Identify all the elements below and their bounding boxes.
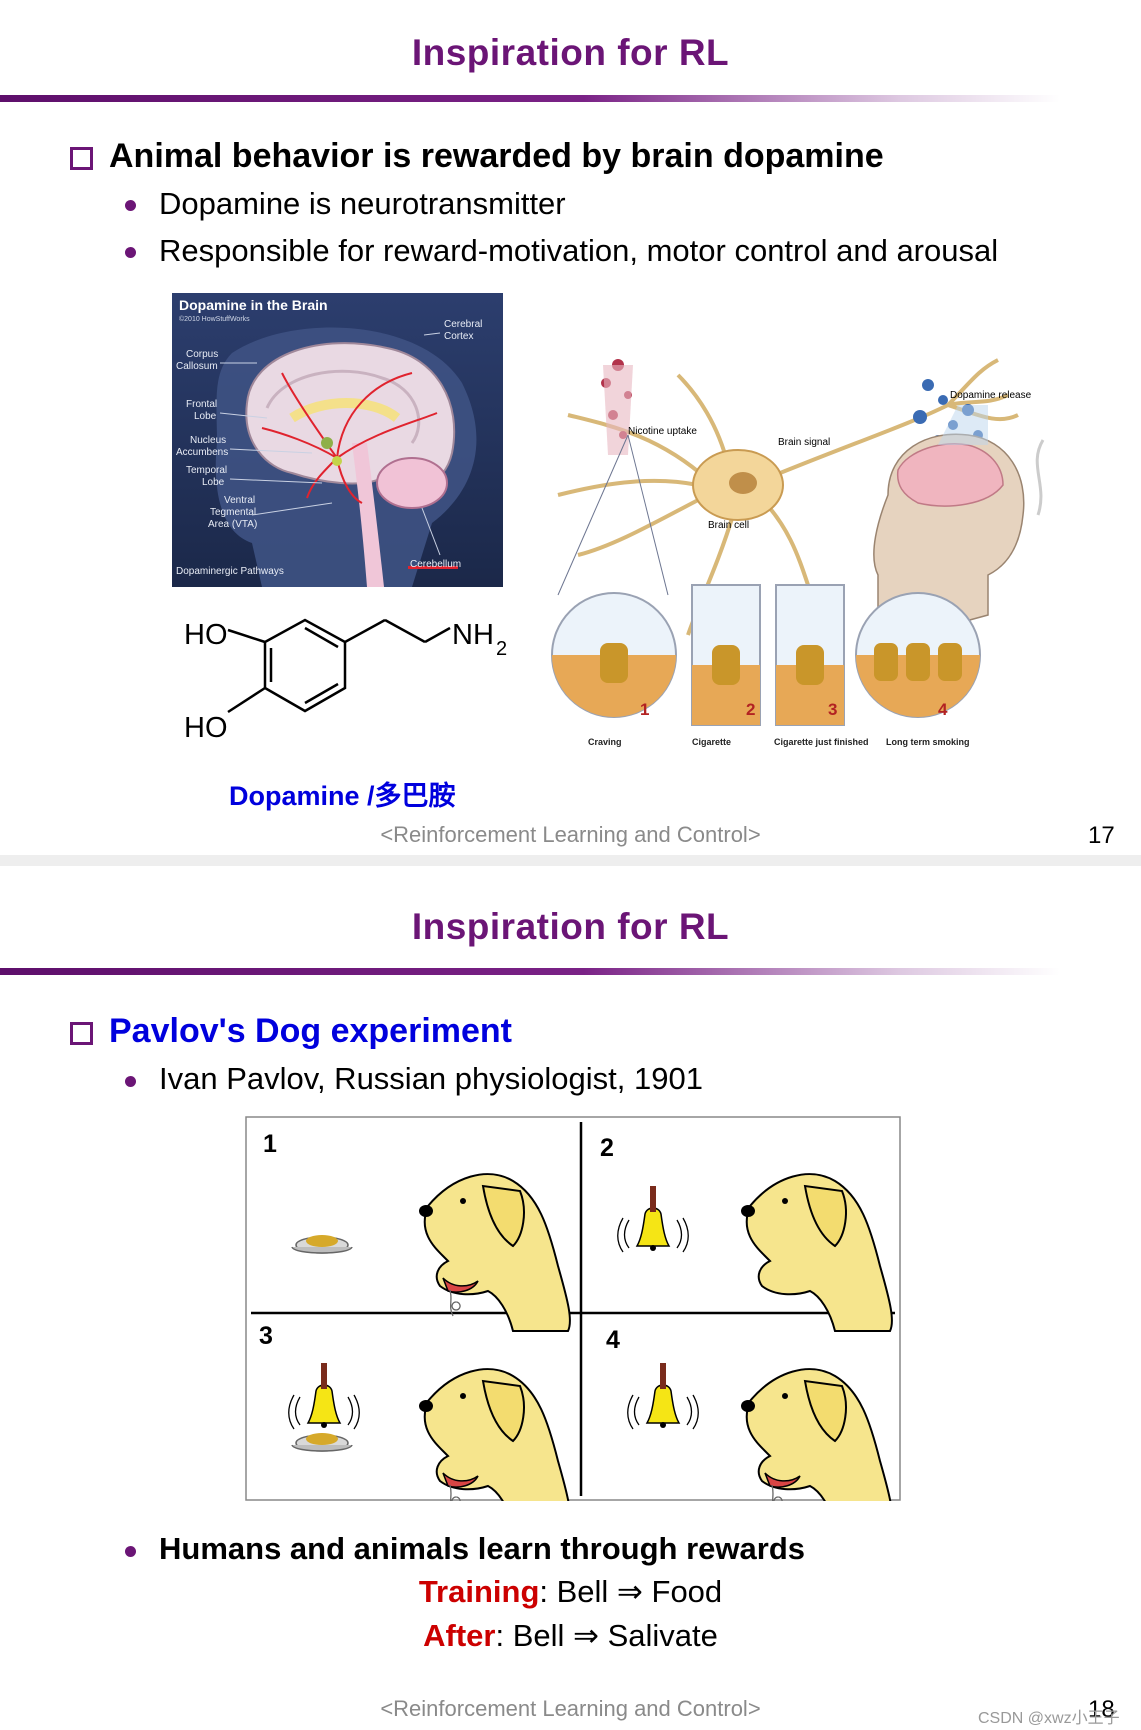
brain-label: Corpus [186, 349, 218, 360]
nicotine-dopamine-image: Nicotine uptake Brain signal Dopamine re… [551, 358, 1045, 747]
training-label: Training [418, 1574, 540, 1609]
molecule-subscript: 2 [496, 638, 507, 660]
slide-17: Inspiration for RL Animal behavior is re… [0, 0, 1141, 855]
panel-label: Long term smoking [886, 737, 970, 747]
bullet-dot-icon [125, 1546, 136, 1557]
quadrant-number: 1 [263, 1130, 277, 1158]
training-line: Training: Bell ⇒ Food [0, 1574, 1141, 1610]
brain-label: Lobe [194, 411, 217, 422]
brain-label: Lobe [202, 477, 225, 488]
brain-label: Cortex [444, 331, 473, 342]
panel-label: Cigarette [692, 737, 731, 747]
brain-figure-copyright: ©2010 HowStuffWorks [179, 315, 250, 323]
title-underline [0, 968, 1060, 975]
training-text: : Bell ⇒ Food [539, 1574, 723, 1609]
after-label: After [423, 1618, 496, 1653]
brain-label: Dopaminergic Pathways [176, 566, 284, 577]
nicotine-label: Brain signal [778, 437, 830, 448]
brain-dopamine-image: Dopamine in the Brain ©2010 HowStuffWork… [172, 293, 503, 587]
page-number: 18 [1088, 1696, 1115, 1723]
brain-label: Callosum [176, 361, 218, 372]
bullet-text: Responsible for reward-motivation, motor… [159, 233, 999, 268]
quadrant-number: 2 [600, 1134, 614, 1162]
slide-footer: <Reinforcement Learning and Control> [380, 822, 761, 847]
nicotine-label: Dopamine release [950, 390, 1032, 401]
brain-label: Cerebellum [410, 559, 461, 570]
panel-label: Cigarette just finished [774, 737, 869, 747]
panel-number: 1 [640, 700, 649, 719]
page-number: 17 [1088, 822, 1115, 849]
panel-number: 4 [938, 700, 948, 719]
brain-figure-title: Dopamine in the Brain [179, 297, 328, 313]
brain-label: Cerebral [444, 319, 482, 330]
quadrant-number: 4 [606, 1326, 620, 1354]
bullet-dot-icon [125, 1076, 136, 1087]
main-heading: Animal behavior is rewarded by brain dop… [109, 137, 884, 175]
slide-title: Inspiration for RL [411, 906, 730, 947]
title-underline [0, 95, 1060, 102]
bullet-text: Dopamine is neurotransmitter [159, 186, 566, 221]
brain-label: Temporal [186, 465, 227, 476]
nicotine-label: Nicotine uptake [628, 426, 697, 437]
brain-label: Nucleus [190, 435, 226, 446]
brain-label: Accumbens [176, 447, 228, 458]
brain-label: Area (VTA) [208, 519, 257, 530]
square-bullet-icon [70, 147, 93, 170]
pavlov-dog-image: 1 2 3 4 [245, 1116, 901, 1501]
dopamine-structure-image: HO HO NH 2 [184, 618, 507, 744]
brain-label: Tegmental [210, 507, 256, 518]
brain-label: Ventral [224, 495, 255, 506]
panel-number: 3 [828, 700, 837, 719]
bullet-text: Ivan Pavlov, Russian physiologist, 1901 [159, 1061, 703, 1096]
panel-number: 2 [746, 700, 755, 719]
main-heading: Pavlov's Dog experiment [109, 1012, 513, 1050]
slide-title: Inspiration for RL [411, 32, 730, 73]
bullet-dot-icon [125, 200, 136, 211]
slide-footer: <Reinforcement Learning and Control> [380, 1696, 761, 1721]
molecule-ho-top: HO [184, 619, 228, 651]
quadrant-number: 3 [259, 1322, 273, 1350]
dopamine-caption: Dopamine /多巴胺 [229, 781, 456, 811]
after-text: : Bell ⇒ Salivate [495, 1618, 718, 1653]
after-line: After: Bell ⇒ Salivate [0, 1618, 1141, 1654]
molecule-ho-bottom: HO [184, 712, 228, 744]
bullet-text: Humans and animals learn through rewards [159, 1531, 805, 1566]
csdn-watermark: CSDN @xwz小王子 [978, 1710, 1120, 1727]
nicotine-label: Brain cell [708, 520, 749, 531]
square-bullet-icon [70, 1022, 93, 1045]
slide-18: Inspiration for RL Pavlov's Dog experime… [0, 866, 1141, 1730]
brain-label: Frontal [186, 399, 217, 410]
slide-separator [0, 855, 1141, 866]
molecule-nh: NH [452, 619, 494, 651]
bullet-dot-icon [125, 247, 136, 258]
panel-label: Craving [588, 737, 622, 747]
